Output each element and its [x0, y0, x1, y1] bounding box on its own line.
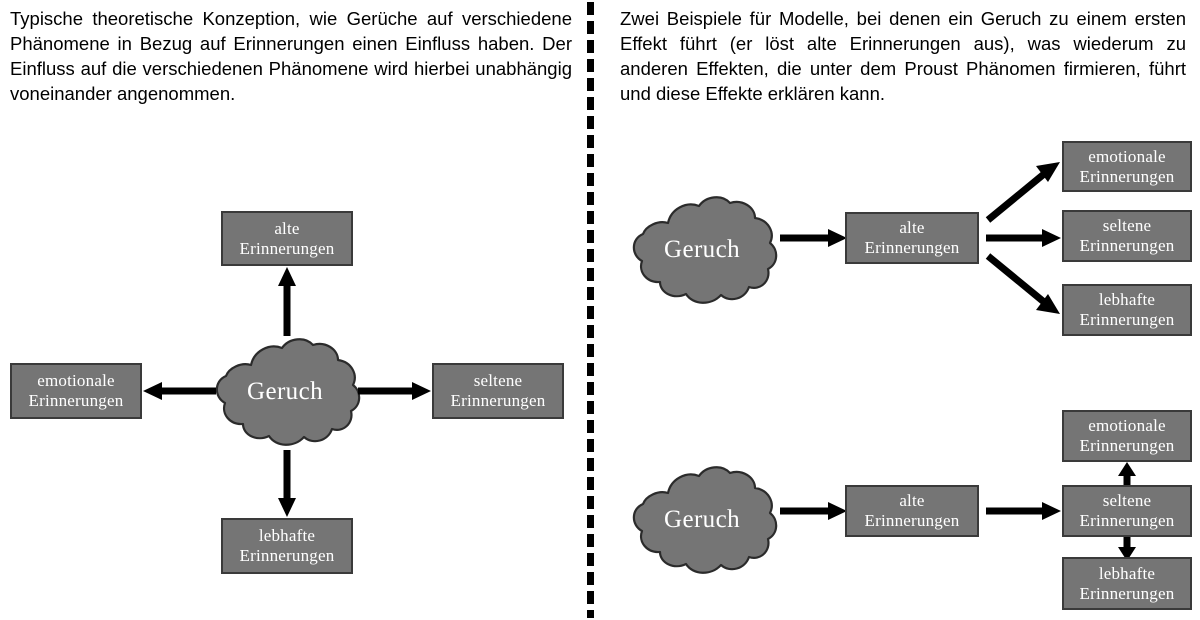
right-cascade-arrow-cloud-to-alte	[780, 501, 848, 521]
left-arrow-right	[358, 381, 432, 401]
right-fan-node-lebhafte-erinnerungen[interactable]: lebhafte Erinnerungen	[1062, 284, 1192, 336]
left-arrow-down	[277, 450, 297, 518]
left-node-emotionale-erinnerungen[interactable]: emotionale Erinnerungen	[10, 363, 142, 419]
right-cascade-node-emotionale-erinnerungen[interactable]: emotionale Erinnerungen	[1062, 410, 1192, 462]
panel-divider	[587, 2, 594, 618]
left-arrow-left	[142, 381, 216, 401]
cloud-icon	[632, 466, 778, 574]
cloud-icon	[215, 338, 361, 446]
right-fan-arrow-to-seltene	[986, 228, 1062, 248]
right-cascade-cloud-label: Geruch	[664, 506, 740, 533]
right-cascade-node-lebhafte-erinnerungen[interactable]: lebhafte Erinnerungen	[1062, 557, 1192, 610]
right-fan-arrow-to-lebhafte	[985, 252, 1062, 316]
right-fan-node-emotionale-erinnerungen[interactable]: emotionale Erinnerungen	[1062, 141, 1192, 192]
right-cascade-arrow-alte-to-seltene	[986, 501, 1062, 521]
right-cascade-arrow-seltene-to-emotionale	[1117, 462, 1137, 486]
right-cascade-node-seltene-erinnerungen[interactable]: seltene Erinnerungen	[1062, 485, 1192, 537]
right-panel-caption: Zwei Beispiele für Modelle, bei denen ei…	[620, 8, 1186, 104]
right-cascade-cloud-geruch[interactable]: Geruch	[622, 460, 782, 582]
right-fan-arrow-cloud-to-alte	[780, 228, 848, 248]
left-panel-caption: Typische theoretische Konzeption, wie Ge…	[10, 8, 572, 104]
right-fan-cloud-geruch[interactable]: Geruch	[622, 190, 782, 312]
right-cascade-arrow-seltene-to-lebhafte	[1117, 537, 1137, 561]
right-fan-arrow-to-emotionale	[985, 160, 1062, 224]
left-arrow-up	[277, 266, 297, 336]
left-cloud-label: Geruch	[247, 378, 323, 405]
left-node-lebhafte-erinnerungen[interactable]: lebhafte Erinnerungen	[221, 518, 353, 574]
right-fan-node-alte-erinnerungen[interactable]: alte Erinnerungen	[845, 212, 979, 264]
left-node-seltene-erinnerungen[interactable]: seltene Erinnerungen	[432, 363, 564, 419]
right-fan-node-seltene-erinnerungen[interactable]: seltene Erinnerungen	[1062, 210, 1192, 262]
left-cloud-geruch[interactable]: Geruch	[205, 332, 365, 454]
cloud-icon	[632, 196, 778, 304]
right-cascade-node-alte-erinnerungen[interactable]: alte Erinnerungen	[845, 485, 979, 537]
right-fan-cloud-label: Geruch	[664, 236, 740, 263]
left-node-alte-erinnerungen[interactable]: alte Erinnerungen	[221, 211, 353, 266]
